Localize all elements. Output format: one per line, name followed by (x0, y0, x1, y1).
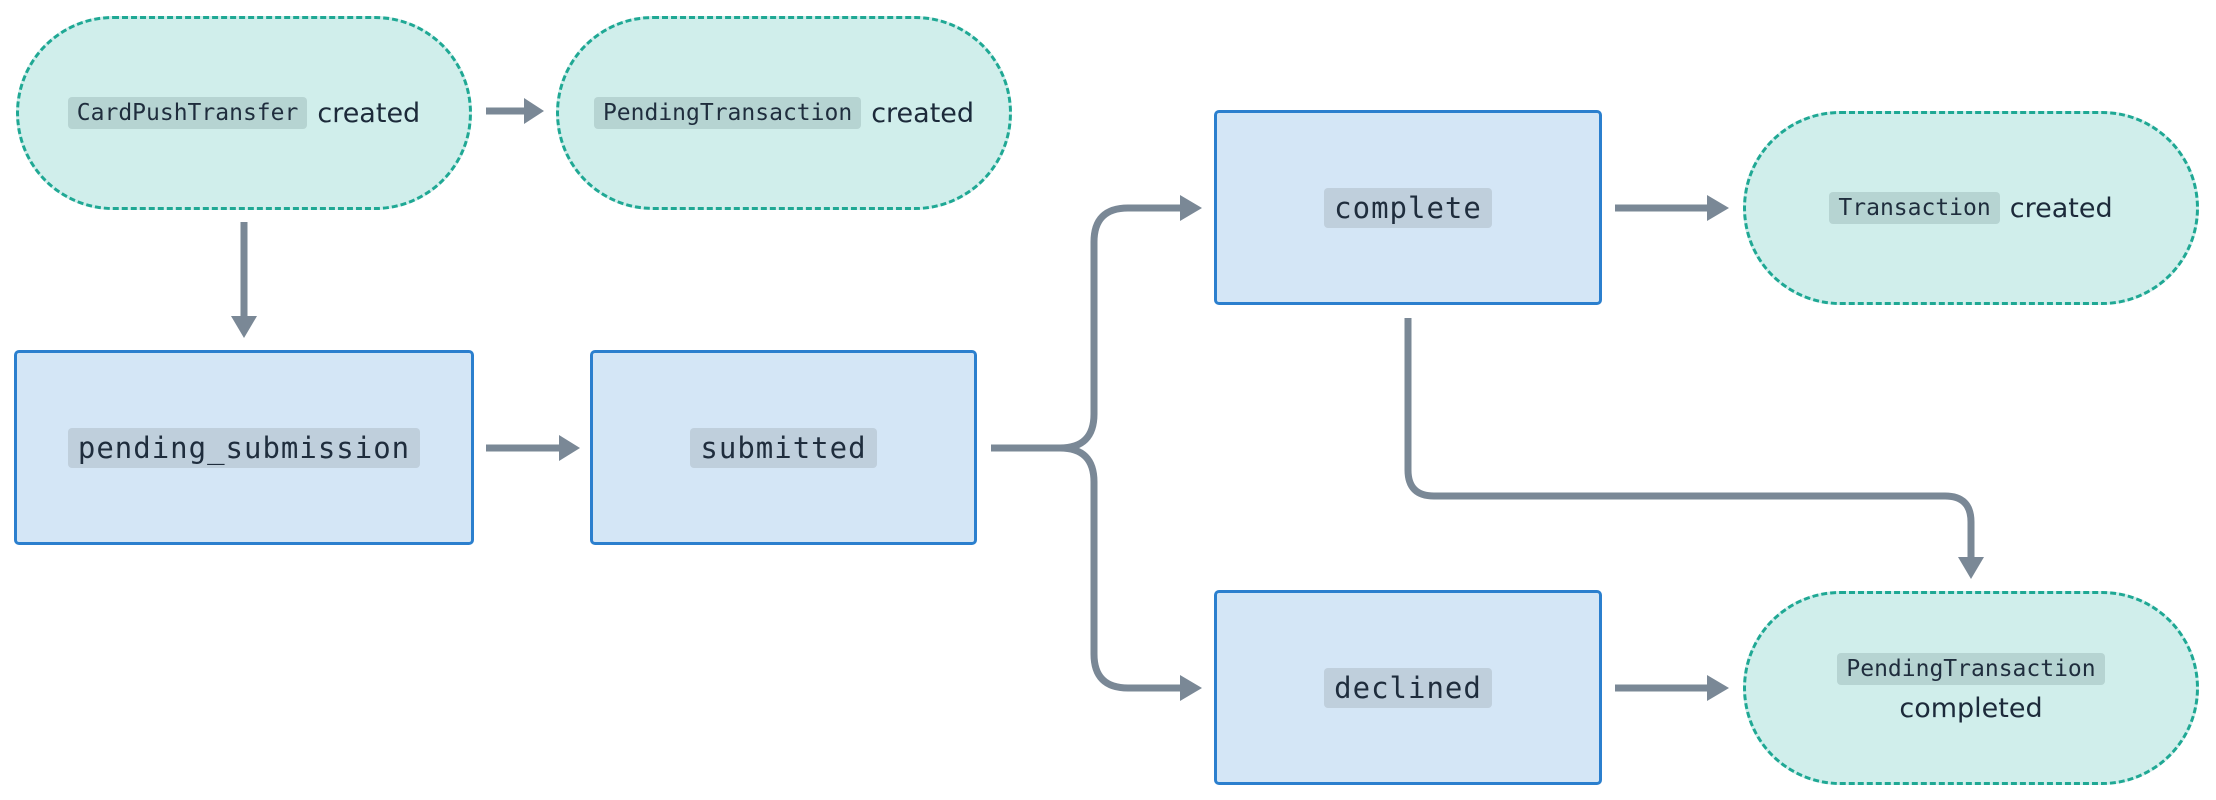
state-submitted: submitted (590, 350, 977, 545)
state-label: submitted (690, 427, 877, 468)
arrowhead-icon (1180, 195, 1202, 221)
arrowhead-icon (231, 316, 257, 338)
arrow-complete-to-pendingtransaction-completed (1404, 318, 1975, 558)
event-text: created (2009, 192, 2113, 224)
arrowhead-icon (1958, 557, 1984, 579)
arrowhead-icon (559, 435, 580, 461)
arrowhead-icon (1180, 675, 1202, 701)
state-label: complete (1324, 187, 1492, 228)
event-code: PendingTransaction (593, 97, 862, 129)
event-text: completed (1899, 692, 2043, 724)
arrow-submitted-to-complete (991, 204, 1181, 452)
state-label: pending_submission (67, 427, 421, 468)
state-pending-submission: pending_submission (14, 350, 474, 545)
event-code: CardPushTransfer (67, 97, 308, 129)
event-cardpushtransfer-created: CardPushTransfer created (16, 16, 472, 210)
state-declined: declined (1214, 590, 1602, 785)
arrowhead-icon (1707, 195, 1729, 221)
arrowhead-icon (524, 98, 544, 124)
event-transaction-created: Transaction created (1743, 111, 2199, 305)
event-pendingtransaction-created: PendingTransaction created (556, 16, 1012, 210)
event-code: Transaction (1829, 192, 2000, 224)
arrowhead-icon (1707, 675, 1729, 701)
state-complete: complete (1214, 110, 1602, 305)
event-pendingtransaction-completed: PendingTransaction completed (1743, 591, 2199, 785)
event-code: PendingTransaction (1837, 652, 2105, 685)
event-text: created (317, 97, 421, 129)
state-label: declined (1324, 667, 1492, 708)
arrow-submitted-to-declined (1059, 444, 1181, 692)
event-text: created (871, 97, 975, 129)
event-label-stack: PendingTransaction completed (1837, 652, 2105, 724)
